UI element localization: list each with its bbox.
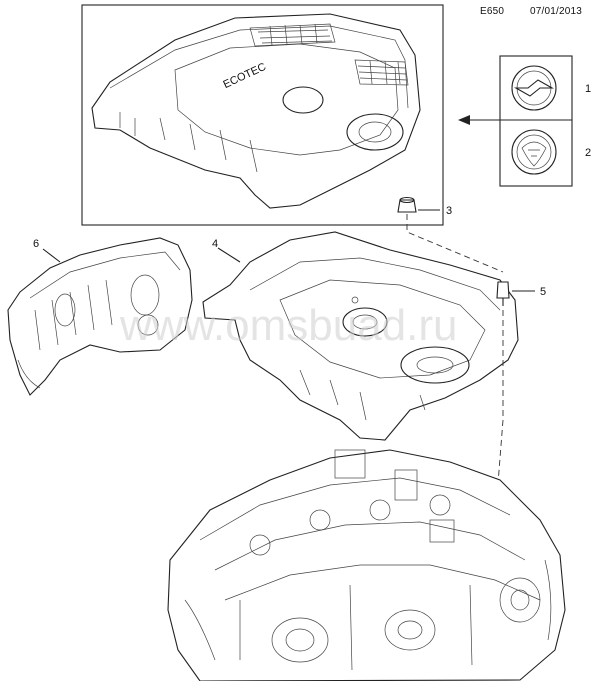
opel-badge-icon	[511, 65, 557, 111]
diagram-date: 07/01/2013	[530, 6, 583, 17]
engine-cover-ecotec: ECOTEC	[91, 13, 421, 209]
engine-block	[167, 449, 566, 681]
skoda-logo-icon	[342, 307, 388, 337]
grille-right	[354, 59, 409, 86]
oil-cap-well	[346, 113, 404, 151]
badge-box	[499, 55, 573, 187]
part-number-3: 3	[446, 205, 452, 217]
leader-4	[217, 247, 241, 263]
part-number-2: 2	[585, 147, 591, 159]
grille-top	[249, 23, 336, 47]
part-number-1: 1	[585, 83, 591, 95]
arrow-head-icon	[458, 115, 470, 125]
part-number-6: 6	[33, 238, 39, 250]
vauxhall-badge-icon	[511, 129, 557, 175]
engine-cover-part-4	[202, 231, 519, 441]
cover-badge	[282, 86, 324, 114]
heat-shield-part-6	[7, 237, 193, 396]
dashed-leader-3	[406, 214, 504, 273]
watermark-text: www.omsbuad.ru	[119, 301, 457, 350]
fastener-3-icon	[397, 196, 440, 213]
diagram-code: E650	[480, 6, 505, 17]
part-number-4: 4	[212, 238, 218, 250]
fastener-5-icon	[496, 281, 535, 306]
oil-cap-opening	[400, 346, 470, 384]
leader-6	[42, 248, 61, 263]
detail-frame	[81, 4, 444, 226]
part-number-5: 5	[540, 286, 546, 298]
